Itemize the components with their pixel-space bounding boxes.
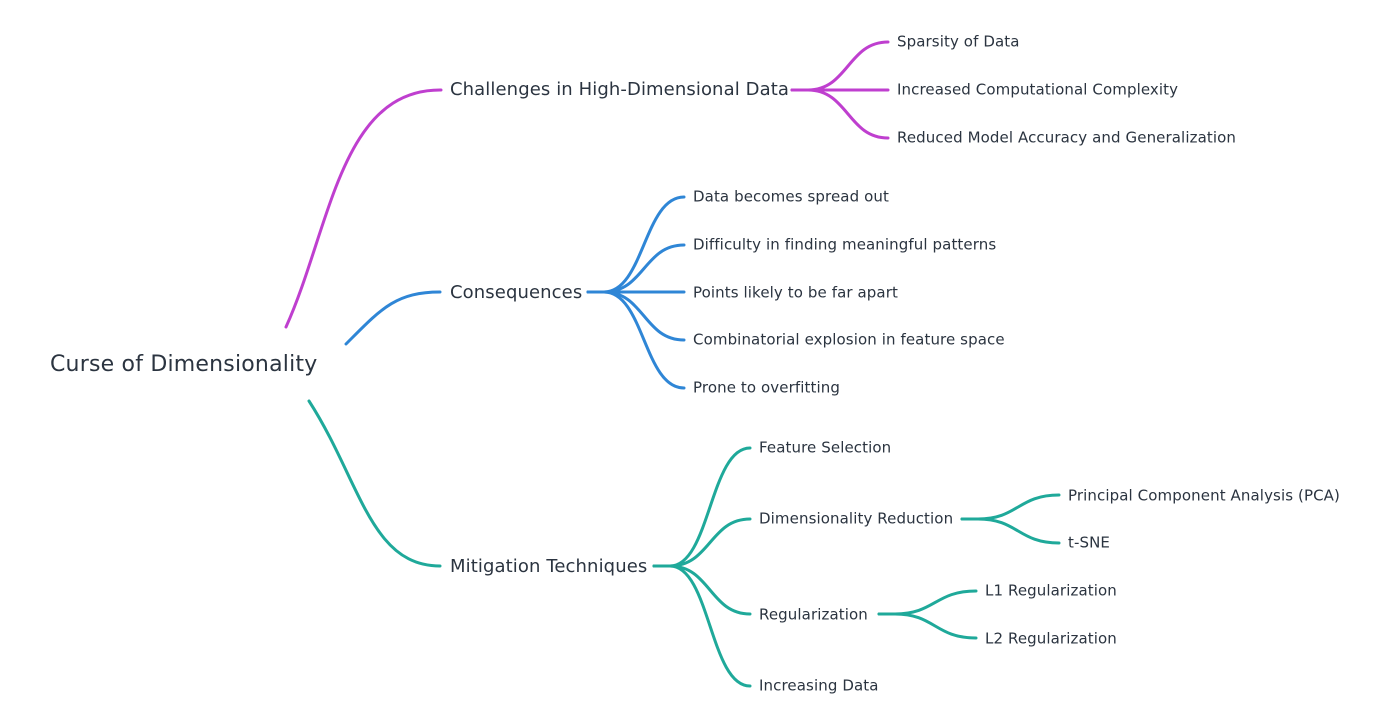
branch-challenges: Challenges in High-Dimensional Data: [450, 79, 789, 100]
leaf-data-spread-out: Data becomes spread out: [693, 187, 889, 206]
edge-challenges-2: [790, 88, 890, 140]
edge-root-consequences: [344, 290, 442, 346]
leaf-points-far-apart: Points likely to be far apart: [693, 283, 898, 302]
leaf-combinatorial-explosion: Combinatorial explosion in feature space: [693, 330, 1005, 349]
edge-consequences-1: [586, 243, 686, 294]
edge-reg-0: [877, 589, 978, 616]
node-dimensionality-reduction: Dimensionality Reduction: [759, 509, 954, 528]
node-regularization: Regularization: [759, 605, 868, 624]
edge-root-challenges: [284, 88, 443, 329]
leaf-difficulty-patterns: Difficulty in finding meaningful pattern…: [693, 235, 997, 254]
leaf-reduced-model-accuracy: Reduced Model Accuracy and Generalizatio…: [897, 128, 1236, 147]
edge-consequences-4: [586, 290, 686, 390]
edge-challenges-0: [790, 40, 890, 92]
leaf-sparsity-of-data: Sparsity of Data: [897, 32, 1020, 51]
edge-mitigation-3: [652, 564, 752, 688]
leaf-prone-to-overfitting: Prone to overfitting: [693, 378, 840, 397]
leaf-pca: Principal Component Analysis (PCA): [1068, 486, 1340, 505]
leaf-l1-regularization: L1 Regularization: [985, 581, 1117, 600]
root-node: Curse of Dimensionality: [50, 352, 318, 377]
leaf-feature-selection: Feature Selection: [759, 438, 892, 457]
edge-root-mitigation: [307, 399, 442, 568]
branch-mitigation: Mitigation Techniques: [450, 556, 648, 577]
edge-reg-1: [877, 612, 978, 640]
leaf-tsne: t-SNE: [1068, 533, 1111, 552]
branch-consequences: Consequences: [450, 282, 583, 303]
edge-dimred-1: [960, 517, 1061, 545]
leaf-l2-regularization: L2 Regularization: [985, 629, 1117, 648]
edge-mitigation-0: [652, 446, 752, 568]
leaf-increased-computational-complexity: Increased Computational Complexity: [897, 80, 1179, 99]
edge-consequences-3: [586, 290, 686, 342]
leaf-increasing-data: Increasing Data: [759, 676, 879, 695]
edge-dimred-0: [960, 493, 1061, 521]
